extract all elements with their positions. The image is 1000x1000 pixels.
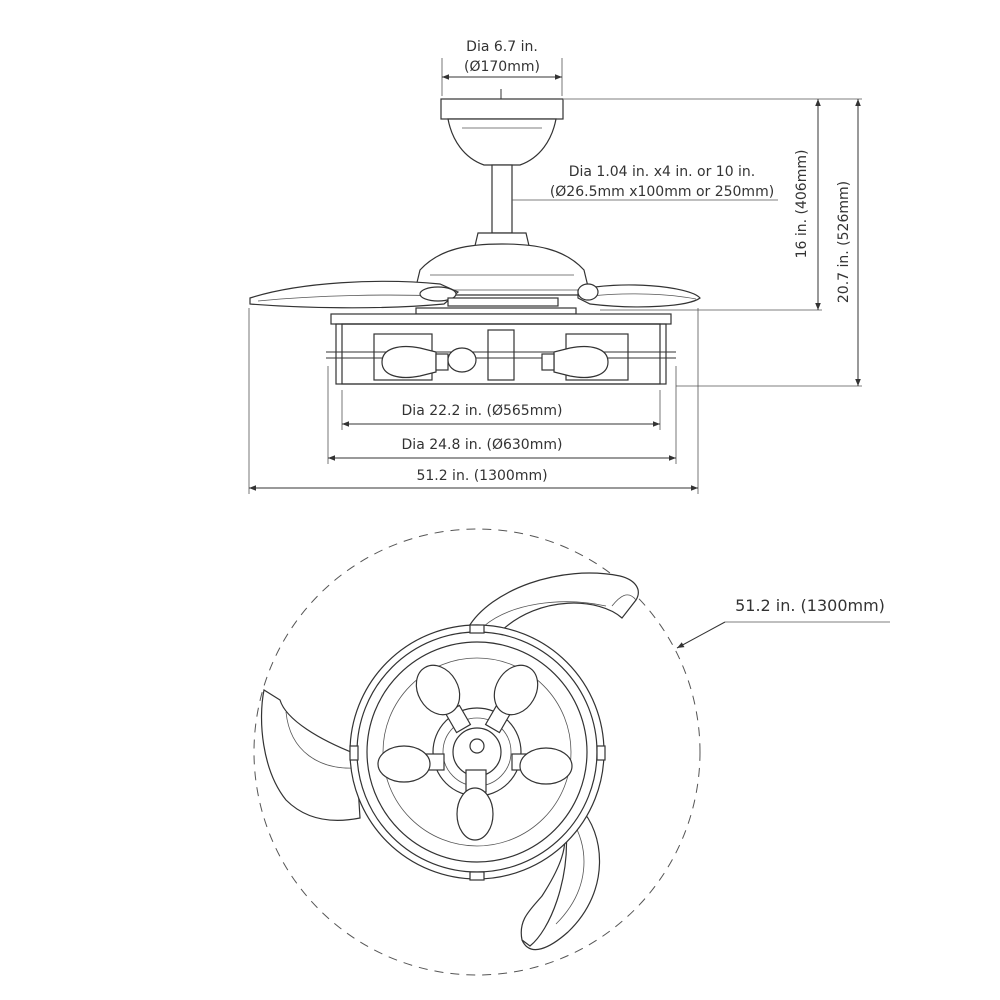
downrod-dia-mm-label: (Ø26.5mm x100mm or 250mm): [550, 184, 774, 200]
cage-inner-dia-label: Dia 22.2 in. (Ø565mm): [402, 403, 563, 419]
cage-outer-dia-label: Dia 24.8 in. (Ø630mm): [402, 437, 563, 453]
bulb-top-5: [456, 769, 494, 841]
sweep-arrow: [676, 621, 726, 649]
canopy-dia-mm-label: (Ø170mm): [464, 59, 540, 75]
motor-housing: [413, 232, 591, 296]
side-view: Dia 6.7 in. (Ø170mm) Dia 1.04 in. x4 in.…: [248, 39, 862, 494]
top-view: 51.2 in. (1300mm): [253, 528, 890, 976]
bulb-top-1: [415, 664, 472, 734]
hub-plate: [447, 297, 559, 307]
height-short-label: 16 in. (406mm): [794, 150, 810, 259]
blade-right: [577, 283, 701, 308]
bulb-side-left: [381, 345, 449, 379]
bulb-top-4: [511, 747, 573, 785]
bulb-top-3: [377, 745, 445, 783]
dimension-lines-side: [248, 58, 862, 494]
sweep-label: 51.2 in. (1300mm): [735, 596, 885, 615]
light-mount: [415, 307, 577, 315]
blade-top-left: [260, 689, 361, 822]
downrod: [491, 164, 513, 234]
bulb-top-2: [484, 664, 539, 734]
downrod-dia-label: Dia 1.04 in. x4 in. or 10 in.: [569, 164, 756, 180]
height-total-label: 20.7 in. (526mm): [836, 181, 852, 303]
blade-top-upper: [467, 572, 639, 633]
light-cage: [326, 313, 676, 385]
bulb-side-center: [447, 347, 477, 373]
canopy: [440, 89, 564, 166]
canopy-dia-label: Dia 6.7 in.: [466, 39, 538, 55]
bulb-side-right: [541, 345, 609, 379]
blade-left: [249, 280, 460, 309]
blade-span-label: 51.2 in. (1300mm): [416, 468, 547, 484]
sweep-circle: [253, 528, 701, 976]
